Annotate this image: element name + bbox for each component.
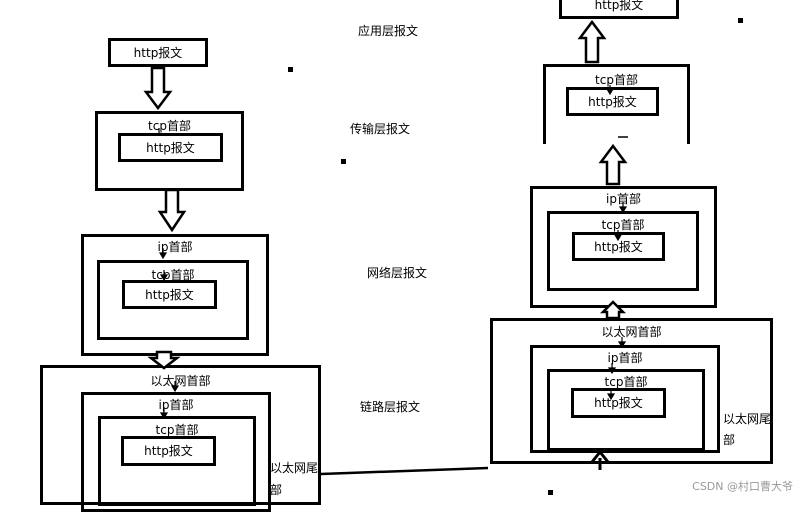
right-ip-packet: ip首部 tcp首部 http报文: [530, 186, 717, 308]
right-eth-tcp-label: tcp首部: [604, 375, 648, 389]
up-arrow-2: [598, 143, 628, 186]
left-ip-header-label: ip首部: [157, 240, 193, 254]
watermark: CSDN @村口曹大爷: [692, 480, 793, 493]
left-eth-tail-label-1: 以太网尾: [270, 461, 319, 475]
layer-label-application: 应用层报文: [358, 24, 419, 38]
stray-dot: [341, 159, 346, 164]
left-eth-tcp-box: tcp首部 http报文: [98, 416, 256, 506]
right-http-box: http报文: [559, 0, 679, 19]
down-arrow-2: [157, 188, 187, 233]
left-eth-ip-box: ip首部 tcp首部 http报文: [81, 392, 271, 512]
layer-label-link: 链路层报文: [360, 400, 421, 414]
left-ip-http-box: http报文: [122, 280, 217, 309]
right-tcp-http-label: http报文: [588, 95, 637, 109]
layer-label-transport: 传输层报文: [350, 122, 411, 136]
stray-dot: [548, 490, 553, 495]
left-tcp-http-label: http报文: [146, 141, 195, 155]
right-eth-tail-label-1: 以太网尾: [723, 412, 772, 426]
right-ethernet-frame: 以太网首部 ip首部 tcp首部 http报文: [490, 318, 773, 464]
left-eth-tail-label-2: 部: [270, 483, 283, 497]
right-eth-http-label: http报文: [594, 396, 643, 410]
left-eth-ip-label: ip首部: [158, 398, 194, 412]
left-tcp-segment: tcp首部 http报文: [95, 111, 244, 191]
left-http-box: http报文: [108, 38, 208, 67]
down-arrow-1: [143, 66, 173, 111]
layer-label-network: 网络层报文: [367, 266, 428, 280]
right-ip-tcp-label: tcp首部: [601, 218, 645, 232]
right-eth-tail-label-2: 部: [723, 433, 736, 447]
stray-dot: [738, 18, 743, 23]
left-eth-http-box: http报文: [121, 436, 216, 466]
left-eth-http-label: http报文: [144, 444, 193, 458]
right-eth-header-label: 以太网首部: [601, 325, 662, 339]
left-http-label: http报文: [133, 46, 183, 60]
left-ip-tcp-box: tcp首部 http报文: [97, 260, 249, 340]
stray-dot: [288, 67, 293, 72]
right-ip-tcp-box: tcp首部 http报文: [547, 211, 699, 291]
right-eth-http-box: http报文: [571, 388, 666, 418]
up-arrow-1: [577, 19, 607, 64]
right-ip-header-label: ip首部: [606, 192, 641, 206]
right-ip-http-box: http报文: [572, 232, 665, 261]
right-http-label: http报文: [594, 0, 644, 12]
right-tcp-header-label: tcp首部: [595, 73, 638, 87]
right-ip-http-label: http报文: [594, 240, 643, 254]
right-tcp-http-box: http报文: [566, 87, 659, 116]
left-eth-tcp-label: tcp首部: [155, 423, 199, 437]
left-eth-header-label: 以太网首部: [150, 374, 211, 388]
left-ip-packet: ip首部 tcp首部 http报文: [81, 234, 269, 356]
transmission-line: [320, 466, 489, 476]
right-eth-ip-label: ip首部: [607, 351, 643, 365]
right-eth-ip-box: ip首部 tcp首部 http报文: [530, 345, 720, 453]
right-eth-tcp-box: tcp首部 http报文: [547, 369, 705, 451]
right-tcp-segment: tcp首部 http报文: [543, 64, 690, 144]
left-tcp-http-box: http报文: [118, 133, 223, 162]
left-tcp-header-label: tcp首部: [148, 119, 191, 133]
left-ip-http-label: http报文: [145, 288, 194, 302]
